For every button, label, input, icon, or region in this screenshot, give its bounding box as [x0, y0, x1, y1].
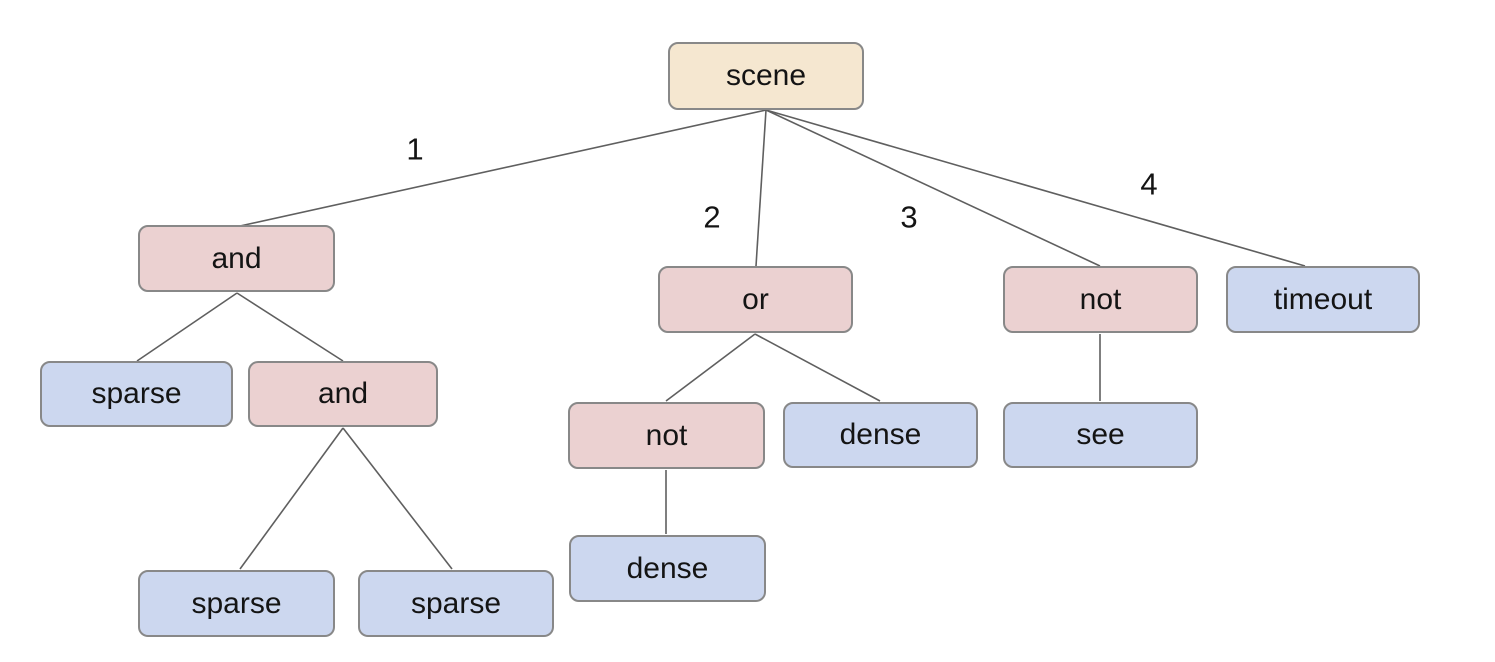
node-not-right: not — [1003, 266, 1198, 333]
branch-label-2: 2 — [703, 199, 721, 235]
node-sparse-level3: sparse — [40, 361, 233, 427]
edge-or-dense — [754, 333, 881, 402]
node-not-middle: not — [568, 402, 765, 469]
edge-scene-and — [239, 109, 767, 227]
edge-and-and — [236, 292, 344, 362]
node-see: see — [1003, 402, 1198, 468]
branch-label-1: 1 — [406, 131, 424, 167]
edge-and-sparse — [136, 292, 238, 362]
node-and-left: and — [138, 225, 335, 292]
node-sparse-bottom-left: sparse — [138, 570, 335, 637]
edge-or-not — [665, 333, 756, 402]
edge-scene-or — [755, 109, 767, 267]
branch-label-4: 4 — [1140, 166, 1158, 202]
edge-and2-sparse3 — [342, 427, 453, 570]
node-and-nested: and — [248, 361, 438, 427]
node-sparse-bottom-right: sparse — [358, 570, 554, 637]
node-dense-under-not: dense — [569, 535, 766, 602]
edge-and2-sparse2 — [239, 427, 344, 570]
node-timeout: timeout — [1226, 266, 1420, 333]
node-scene: scene — [668, 42, 864, 110]
edge-scene-not — [765, 109, 1101, 267]
node-or: or — [658, 266, 853, 333]
node-dense-under-or: dense — [783, 402, 978, 468]
edge-scene-timeout — [765, 109, 1306, 267]
branch-label-3: 3 — [900, 199, 918, 235]
